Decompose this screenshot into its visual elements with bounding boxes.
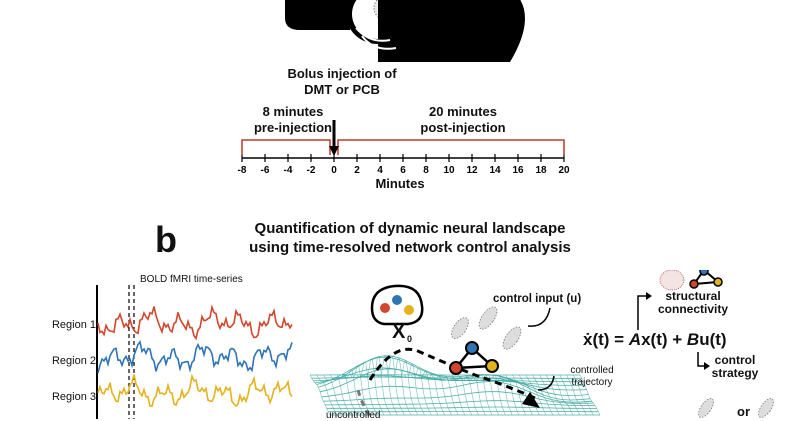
bolus-line-1: Bolus injection of xyxy=(262,66,422,82)
structural-connectivity-label: structural connectivity xyxy=(648,290,738,316)
pre-injection-bracket xyxy=(242,140,330,155)
network-node-yellow xyxy=(486,360,498,372)
initial-state-subscript: 0 xyxy=(407,334,412,344)
or-label: or xyxy=(737,404,750,419)
bolus-injection-label: Bolus injection of DMT or PCB xyxy=(262,66,422,98)
mesh-line xyxy=(317,357,587,390)
structural-connectivity-connector xyxy=(638,296,648,330)
timeline-tick-label: -4 xyxy=(284,165,293,175)
timeline-tick-label: -6 xyxy=(261,165,270,175)
timeline-tick-label: 2 xyxy=(354,165,360,175)
mesh-line xyxy=(445,375,465,415)
timeline-tick-label: 0 xyxy=(331,165,337,175)
small-network-node-yellow xyxy=(714,278,722,286)
post-injection-bracket xyxy=(338,140,564,155)
timeline-tick-label: -2 xyxy=(307,165,316,175)
region-2-label: Region 2 xyxy=(38,355,96,367)
post-line-1: 20 minutes xyxy=(378,104,548,120)
region-1-label: Region 1 xyxy=(38,319,96,331)
region-3-trace xyxy=(98,375,292,407)
timeline-tick-label: 6 xyxy=(400,165,406,175)
timeline-tick-label: -8 xyxy=(238,165,247,175)
mri-scanner-illustration xyxy=(270,0,540,62)
blue-state-dot xyxy=(392,295,402,305)
timeline-tick-label: 10 xyxy=(443,165,455,175)
timeline-tick-label: 20 xyxy=(558,165,570,175)
timeline-tick-label: 16 xyxy=(512,165,524,175)
mesh-line xyxy=(465,375,485,415)
control-input-signals xyxy=(448,304,524,352)
timeline-tick-label: 18 xyxy=(535,165,547,175)
initial-state-symbol: X xyxy=(392,321,405,344)
small-network-node-red xyxy=(690,280,698,288)
network-node-blue xyxy=(466,342,478,354)
yellow-state-dot xyxy=(404,305,414,315)
injection-timeline: -8 -6 -4 -2 0 2 4 6 8 10 12 14 16 18 20 xyxy=(228,120,578,175)
timeline-tick-label: 12 xyxy=(466,165,478,175)
panel-b-letter: b xyxy=(155,222,177,258)
pre-line-1: 8 minutes xyxy=(238,104,348,120)
region-2-trace xyxy=(98,342,292,373)
sc-line-2: connectivity xyxy=(648,303,738,316)
timeline-tick-label: 14 xyxy=(489,165,501,175)
timeline-tick-label: 8 xyxy=(423,165,429,175)
bold-time-series-plot xyxy=(96,285,296,419)
region-3-label: Region 3 xyxy=(38,391,96,403)
small-network-node-blue xyxy=(700,270,708,275)
control-input-label: control input (u) xyxy=(493,293,581,305)
region-1-trace xyxy=(98,307,292,339)
network-node-red xyxy=(450,362,462,374)
minutes-axis-title: Minutes xyxy=(360,176,440,191)
panel-b-title: Quantification of dynamic neural landsca… xyxy=(200,219,620,257)
cs-line-2: strategy xyxy=(700,367,770,380)
uncontrolled-label: uncontrolled xyxy=(326,410,380,421)
control-strategy-label: control strategy xyxy=(700,354,770,380)
timeline-tick-label: 4 xyxy=(377,165,383,175)
mesh-line xyxy=(452,375,472,415)
red-state-dot xyxy=(380,303,390,313)
bolus-line-2: DMT or PCB xyxy=(262,82,422,98)
bold-fmri-label: BOLD fMRI time-series xyxy=(140,274,243,285)
connectome-brain-icon xyxy=(660,270,684,290)
control-input-pointer xyxy=(528,308,550,326)
panel-b-title-line-1: Quantification of dynamic neural landsca… xyxy=(200,219,620,238)
strategy-signals xyxy=(696,396,777,419)
panel-b-title-line-2: using time-resolved network control anal… xyxy=(200,238,620,257)
